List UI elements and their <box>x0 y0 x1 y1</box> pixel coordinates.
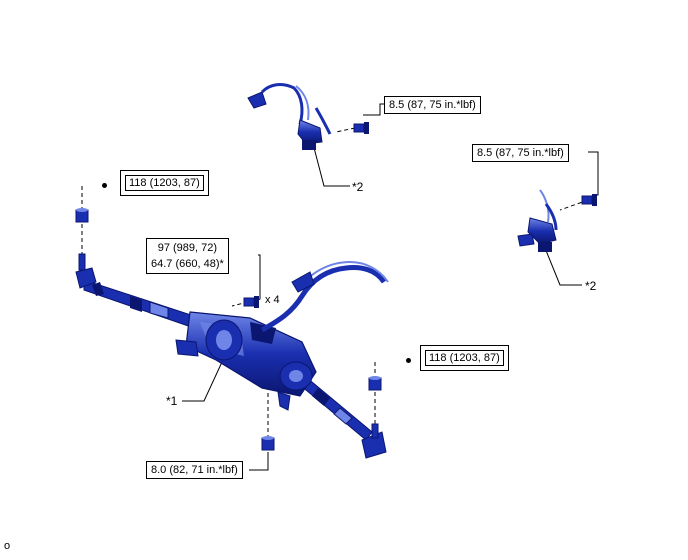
torque-marker-dot <box>406 358 411 363</box>
torque-value: 8.5 (87, 75 in.*lbf) <box>389 99 476 111</box>
harness-right-assembly <box>517 189 558 252</box>
harness-top-assembly <box>247 83 332 150</box>
torque-value: 8.0 (82, 71 in.*lbf) <box>151 464 238 476</box>
leader-lines <box>182 103 599 471</box>
torque-box-harness-right: 8.5 (87, 75 in.*lbf) <box>472 144 569 162</box>
nut-icon <box>75 208 89 223</box>
bolt-icon <box>353 122 369 134</box>
torque-value: 118 (1203, 87) <box>425 350 504 366</box>
callout-harness-top: *2 <box>352 180 364 194</box>
bolt-icon <box>581 194 597 206</box>
bolt-quantity: x 4 <box>265 294 280 306</box>
fasteners <box>75 122 597 451</box>
page-number: o <box>4 540 11 552</box>
torque-box-tie-rod-left: 118 (1203, 87) <box>120 170 209 196</box>
torque-box-harness-top: 8.5 (87, 75 in.*lbf) <box>384 96 481 114</box>
torque-box-tie-rod-right: 118 (1203, 87) <box>420 345 509 371</box>
torque-value: 97 (989, 72) <box>157 242 218 254</box>
bolt-icon <box>243 296 259 308</box>
torque-marker-dot <box>102 183 107 188</box>
torque-value: 118 (1203, 87) <box>125 175 204 191</box>
torque-value: 64.7 (660, 48)* <box>151 258 224 270</box>
nut-icon <box>261 436 275 451</box>
torque-box-bottom-nut: 8.0 (82, 71 in.*lbf) <box>146 461 243 479</box>
nut-icon <box>368 376 382 391</box>
torque-box-rack-bolts: 97 (989, 72) 64.7 (660, 48)* <box>146 238 229 274</box>
callout-harness-right: *2 <box>585 279 597 293</box>
torque-value: 8.5 (87, 75 in.*lbf) <box>477 147 564 159</box>
steering-gear-assembly <box>75 253 389 459</box>
callout-steering-gear: *1 <box>166 394 178 408</box>
